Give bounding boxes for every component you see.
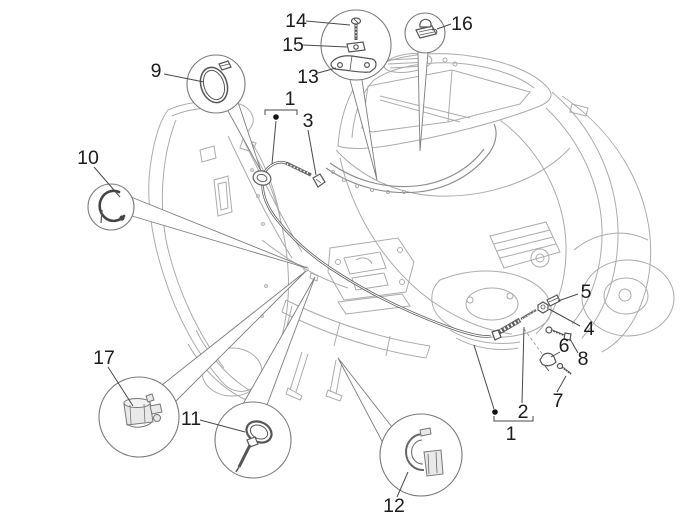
wedge-13 — [349, 79, 378, 181]
detail-circle-9[interactable] — [186, 54, 246, 114]
group-bracket-bottom — [493, 416, 534, 422]
cable-clip-glyph — [415, 18, 438, 39]
detail-circle-12[interactable] — [379, 413, 463, 497]
callout-labels: 9 10 14 15 13 16 1 3 5 4 6 8 7 2 1 17 11… — [77, 10, 594, 517]
callout-label-14[interactable]: 14 — [285, 10, 307, 32]
magnified-parts — [98, 17, 444, 477]
callout-label-17[interactable]: 17 — [93, 347, 115, 369]
callout-label-16[interactable]: 16 — [451, 13, 473, 35]
callout-label-1-top[interactable]: 1 — [285, 88, 296, 110]
pointer-wedges — [130, 51, 429, 444]
sleeve-part — [546, 294, 561, 307]
callout-label-8[interactable]: 8 — [578, 348, 589, 370]
wedge-11 — [242, 276, 316, 406]
callout-label-4[interactable]: 4 — [584, 318, 595, 340]
cable-guide-clamp-glyph — [405, 427, 444, 477]
callout-label-11[interactable]: 11 — [181, 408, 201, 430]
callout-label-5[interactable]: 5 — [581, 281, 592, 303]
nut-part — [537, 301, 549, 314]
hook-clip-glyph — [98, 189, 126, 224]
callout-label-9[interactable]: 9 — [151, 60, 162, 82]
callout-label-3[interactable]: 3 — [303, 110, 314, 132]
cable-end-cap — [312, 173, 326, 188]
callout-label-6[interactable]: 6 — [559, 335, 570, 357]
wedge-9 — [227, 101, 262, 172]
band-clamp-glyph — [123, 393, 163, 428]
callout-label-10[interactable]: 10 — [77, 147, 99, 169]
callout-label-7[interactable]: 7 — [553, 390, 564, 412]
callout-label-1-bottom[interactable]: 1 — [506, 423, 517, 445]
screw-part — [556, 362, 564, 370]
wedge-10 — [130, 196, 308, 269]
bracket-screw-glyph — [330, 17, 377, 73]
transmission-cable — [261, 160, 492, 338]
callout-label-12[interactable]: 12 — [383, 495, 405, 517]
cable-fittings — [252, 161, 572, 375]
callout-label-2[interactable]: 2 — [518, 401, 529, 423]
wedge-16 — [417, 51, 429, 152]
wedge-17 — [161, 270, 307, 402]
group-dot-bottom — [492, 409, 498, 415]
clamp-ring-glyph — [199, 60, 232, 104]
leader-lines — [93, 20, 581, 498]
callout-label-13[interactable]: 13 — [297, 66, 319, 88]
scooter-artwork — [148, 52, 675, 404]
wedge-12 — [337, 357, 393, 444]
callout-label-15[interactable]: 15 — [282, 34, 304, 56]
group-bracket-top — [264, 109, 298, 115]
group-dot-top — [273, 114, 279, 120]
cable-tie-glyph — [235, 420, 273, 473]
